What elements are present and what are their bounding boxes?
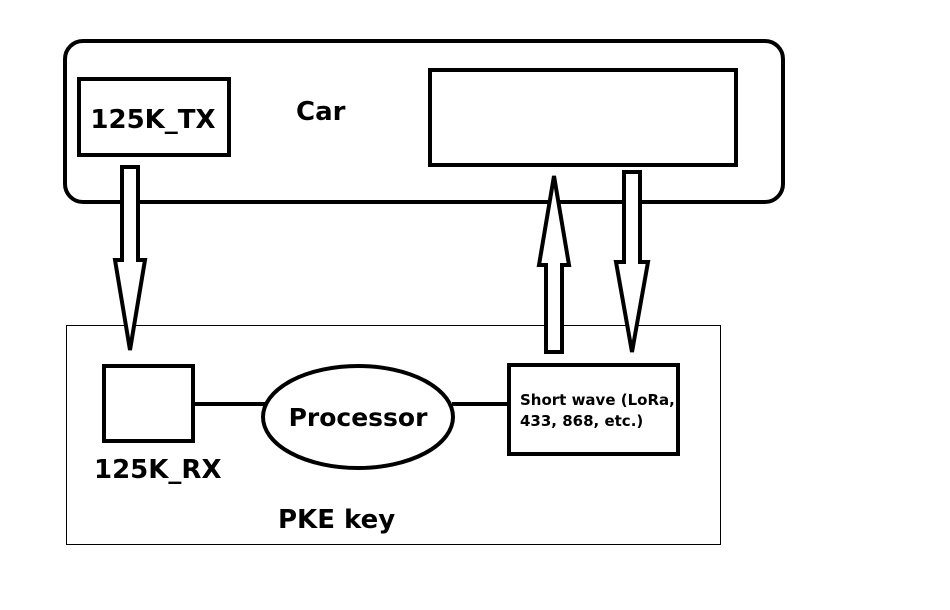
processor-label: Processor bbox=[289, 403, 429, 432]
downlink-arrow-down bbox=[613, 170, 651, 353]
car-label: Car bbox=[296, 97, 346, 127]
shortwave-label-line2: 433, 868, etc.) bbox=[520, 412, 643, 430]
shortwave-box bbox=[507, 363, 680, 456]
processor-ellipse bbox=[261, 364, 455, 470]
car-module-box bbox=[428, 68, 738, 167]
shortwave-label-line1: Short wave (LoRa, bbox=[520, 391, 675, 409]
uplink-arrow-up bbox=[536, 175, 572, 354]
lf-arrow-down bbox=[112, 165, 148, 351]
rx-box bbox=[102, 364, 195, 443]
pke-key-label: PKE key bbox=[278, 505, 395, 535]
rx-label: 125K_RX bbox=[94, 455, 222, 485]
tx-label: 125K_TX bbox=[90, 105, 215, 135]
tx-box bbox=[77, 77, 231, 157]
